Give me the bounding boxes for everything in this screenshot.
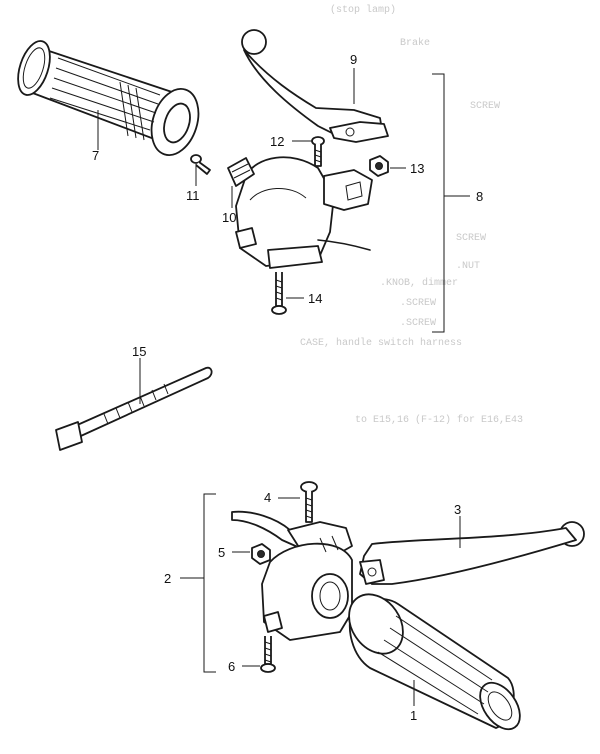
leader-lines [97, 68, 470, 706]
callout-1: 1 [410, 708, 417, 723]
screw-6 [260, 636, 276, 673]
cable-tie [55, 366, 213, 451]
ghost-text-4: SCREW [456, 233, 486, 244]
nut-5 [251, 543, 271, 565]
callout-14: 14 [308, 291, 322, 306]
callout-8: 8 [476, 189, 483, 204]
callout-4: 4 [264, 490, 271, 505]
ghost-text-7: .SCREW [400, 298, 436, 309]
brake-lever [241, 29, 389, 143]
screw-11 [190, 154, 211, 175]
screw-12 [311, 136, 325, 167]
callout-9: 9 [350, 52, 357, 67]
right-grip [348, 593, 521, 731]
nut-13 [369, 155, 389, 177]
ghost-text-8: .SCREW [400, 318, 436, 329]
callout-11: 11 [186, 188, 200, 203]
ghost-text-2: Brake [400, 37, 430, 49]
callout-labels: 7 9 12 13 11 10 8 14 15 4 3 5 2 6 1 [92, 52, 483, 723]
right-handle-switch [231, 510, 353, 641]
screw-14 [271, 272, 287, 315]
callout-3: 3 [454, 502, 461, 517]
callout-2: 2 [164, 571, 171, 586]
ghost-text-3: SCREW [470, 101, 500, 112]
callout-6: 6 [228, 659, 235, 674]
callout-7: 7 [92, 148, 99, 163]
screw-4 [300, 481, 318, 523]
ghost-text-9: CASE, handle switch harness [300, 337, 462, 349]
clutch-lever [359, 521, 585, 585]
callout-5: 5 [218, 545, 225, 560]
ghost-text-6: .KNOB, dimmer [380, 277, 458, 289]
ghost-text-1: (stop lamp) [330, 4, 396, 16]
bleed-through-text: (stop lamp) Brake SCREW SCREW .NUT .KNOB… [300, 4, 523, 426]
callout-12: 12 [270, 134, 284, 149]
left-handle-switch [227, 156, 373, 269]
ghost-text-5: .NUT [456, 261, 480, 272]
callout-10: 10 [222, 210, 236, 225]
ghost-text-10: to E15,16 (F-12) for E16,E43 [355, 414, 523, 426]
callout-13: 13 [410, 161, 424, 176]
callout-15: 15 [132, 344, 146, 359]
left-grip [17, 40, 200, 156]
